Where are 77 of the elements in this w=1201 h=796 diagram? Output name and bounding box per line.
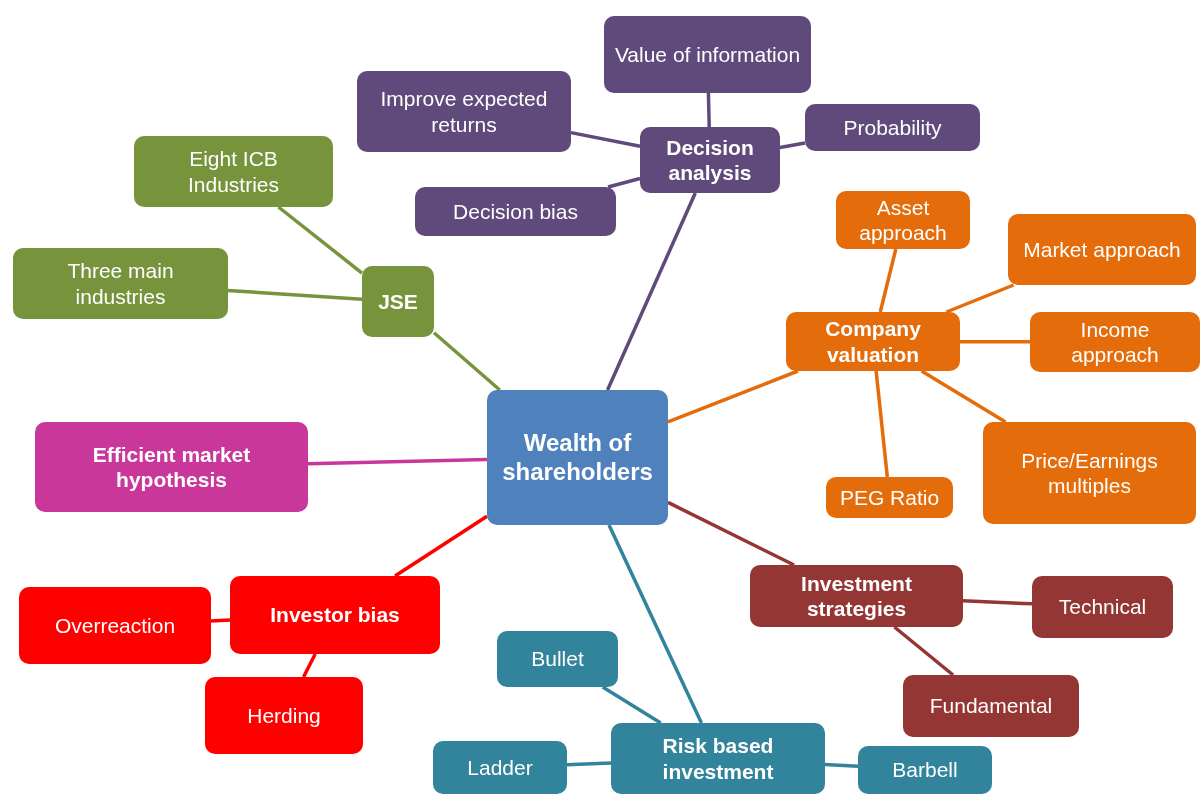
topic-label: Company valuation — [824, 316, 922, 367]
connector-line — [878, 248, 898, 313]
connector-line — [706, 92, 711, 128]
topic-label: Asset approach — [858, 194, 948, 246]
connector-line — [210, 618, 231, 623]
connector-line — [607, 524, 703, 724]
topic-label: Probability — [843, 114, 942, 141]
connector-line — [824, 762, 859, 769]
topic-label: Wealth of shareholders — [501, 428, 654, 487]
connector-line — [601, 685, 662, 725]
topic-box — [1032, 576, 1173, 638]
topic-label: Herding — [247, 702, 321, 729]
topic-label: Risk based investment — [661, 733, 775, 784]
topic-box — [35, 422, 308, 512]
topic-label: Efficient market hypothesis — [91, 441, 252, 493]
topic-box — [433, 741, 567, 794]
connector-line — [960, 339, 1030, 344]
topic-label: Decision bias — [453, 198, 578, 225]
topic-box — [13, 248, 228, 319]
connector-line — [301, 653, 317, 678]
topic-label: PEG Ratio — [839, 484, 940, 511]
connector-line — [570, 130, 641, 148]
topic-box — [826, 477, 953, 518]
topic-label: Price/Earnings multiples — [1020, 447, 1159, 499]
topic-box — [134, 136, 333, 207]
connector-line — [566, 761, 612, 767]
topic-box — [805, 104, 980, 151]
topic-label: JSE — [378, 288, 418, 315]
topic-box — [1030, 312, 1200, 372]
topic-label: Improve expected returns — [379, 86, 549, 137]
topic-box — [858, 746, 992, 794]
topic-label: Investor bias — [270, 602, 400, 628]
topic-box — [903, 675, 1079, 737]
topic-label: Decision analysis — [665, 134, 755, 186]
topic-box — [611, 723, 825, 794]
topic-box — [786, 312, 960, 371]
topic-box — [415, 187, 616, 236]
connector-line — [667, 500, 795, 567]
topic-label: Fundamental — [929, 693, 1053, 719]
topic-label: Ladder — [467, 754, 533, 781]
connector-line — [667, 369, 799, 424]
topic-box — [640, 127, 780, 193]
topic-box — [19, 587, 211, 664]
connector-line — [394, 514, 488, 578]
topic-box — [604, 16, 811, 93]
connector-line — [307, 457, 488, 466]
topic-box — [487, 390, 668, 525]
connector-line — [779, 141, 806, 150]
topic-label: Overreaction — [54, 612, 176, 639]
topic-box — [750, 565, 963, 627]
topic-label: Bullet — [531, 646, 584, 672]
connector-line — [607, 176, 641, 189]
topic-box — [1008, 214, 1196, 285]
topic-label: Value of information — [614, 41, 801, 68]
connector-line — [432, 331, 501, 392]
topic-label: Three main industries — [66, 258, 175, 309]
topic-label: Investment strategies — [800, 570, 913, 622]
topic-label: Market approach — [1023, 236, 1181, 263]
topic-label: Eight ICB Industries — [186, 146, 280, 197]
connector-line — [893, 625, 955, 677]
connector-line — [874, 370, 890, 478]
connector-line — [920, 369, 1007, 424]
topic-box — [497, 631, 618, 687]
topic-box — [362, 266, 434, 337]
topic-box — [205, 677, 363, 754]
topic-box — [230, 576, 440, 654]
topic-box — [983, 422, 1196, 524]
connector-line — [277, 205, 364, 275]
topic-label: Income approach — [1070, 316, 1160, 368]
connector-line — [962, 599, 1033, 606]
connector-line — [605, 192, 697, 391]
topic-box — [357, 71, 571, 152]
topic-label: Barbell — [892, 757, 958, 783]
topic-label: Technical — [1058, 594, 1147, 620]
connector-line — [945, 283, 1015, 314]
topic-box — [836, 191, 970, 249]
connector-line — [227, 288, 363, 301]
